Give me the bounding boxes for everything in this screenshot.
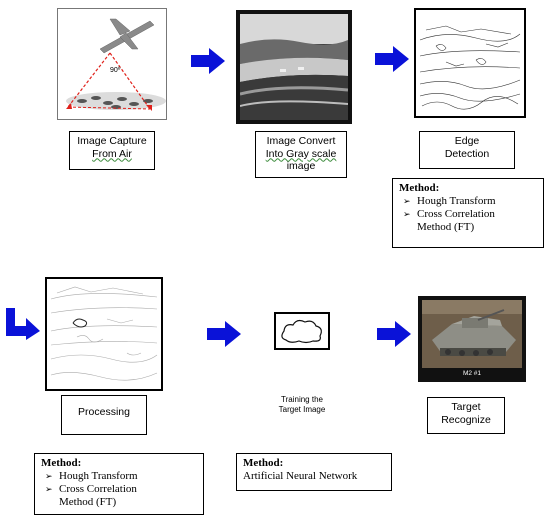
target-label-line2: Recognize (441, 413, 491, 426)
edge-label-line2: Detection (444, 147, 490, 160)
edge-method-box: Method: Hough Transform Cross Correlatio… (392, 178, 544, 248)
processing-label: Processing (61, 395, 147, 435)
arrow-right-icon (207, 321, 241, 347)
method-title: Method: (399, 182, 440, 194)
method-item: Cross Correlation (399, 208, 537, 221)
target-photo-caption: M2 #1 (462, 370, 482, 377)
capture-label-line2: From Air (92, 147, 132, 160)
grayscale-label-line3: image (286, 160, 316, 172)
arrow-right-icon (377, 321, 411, 347)
target-label-line1: Target (451, 401, 481, 413)
grayscale-label-line2: Into Gray scale (265, 147, 337, 160)
grayscale-label: Image Convert Into Gray scale image (255, 131, 347, 178)
method-title: Method: (243, 457, 284, 469)
method-item: Cross Correlation (41, 483, 197, 496)
grayscale-image (236, 10, 352, 124)
edge-detection-image (414, 8, 526, 118)
grayscale-label-line1: Image Convert (266, 135, 336, 147)
training-label-line2: Target Image (278, 405, 326, 414)
aerial-capture-image: 90º (57, 8, 167, 120)
processing-label-line1: Processing (78, 406, 130, 418)
target-shape-image (274, 312, 330, 350)
training-method-box: Method: Artificial Neural Network (236, 453, 392, 491)
processing-image (45, 277, 163, 391)
arrow-right-icon (375, 46, 409, 72)
processing-method-box: Method: Hough Transform Cross Correlatio… (34, 453, 204, 515)
angle-label: 90º (110, 67, 121, 74)
method-item: Hough Transform (41, 470, 197, 483)
capture-label: Image Capture From Air (69, 131, 155, 170)
method-title: Method: (41, 457, 82, 469)
arrow-right-icon (191, 48, 225, 74)
method-item-continued: Method (FT) (59, 496, 117, 508)
target-photo: M2 #1 (418, 296, 526, 382)
corner-arrow-icon (6, 308, 40, 340)
method-item: Artificial Neural Network (243, 470, 358, 482)
training-label-line1: Training the (281, 395, 323, 404)
method-item: Hough Transform (399, 195, 537, 208)
target-label: Target Recognize (427, 397, 505, 434)
method-item-continued: Method (FT) (417, 221, 475, 233)
capture-label-line1: Image Capture (77, 135, 147, 147)
training-label: Training the Target Image (262, 395, 342, 415)
edge-label-line1: Edge (454, 135, 480, 147)
edge-label: Edge Detection (419, 131, 515, 169)
